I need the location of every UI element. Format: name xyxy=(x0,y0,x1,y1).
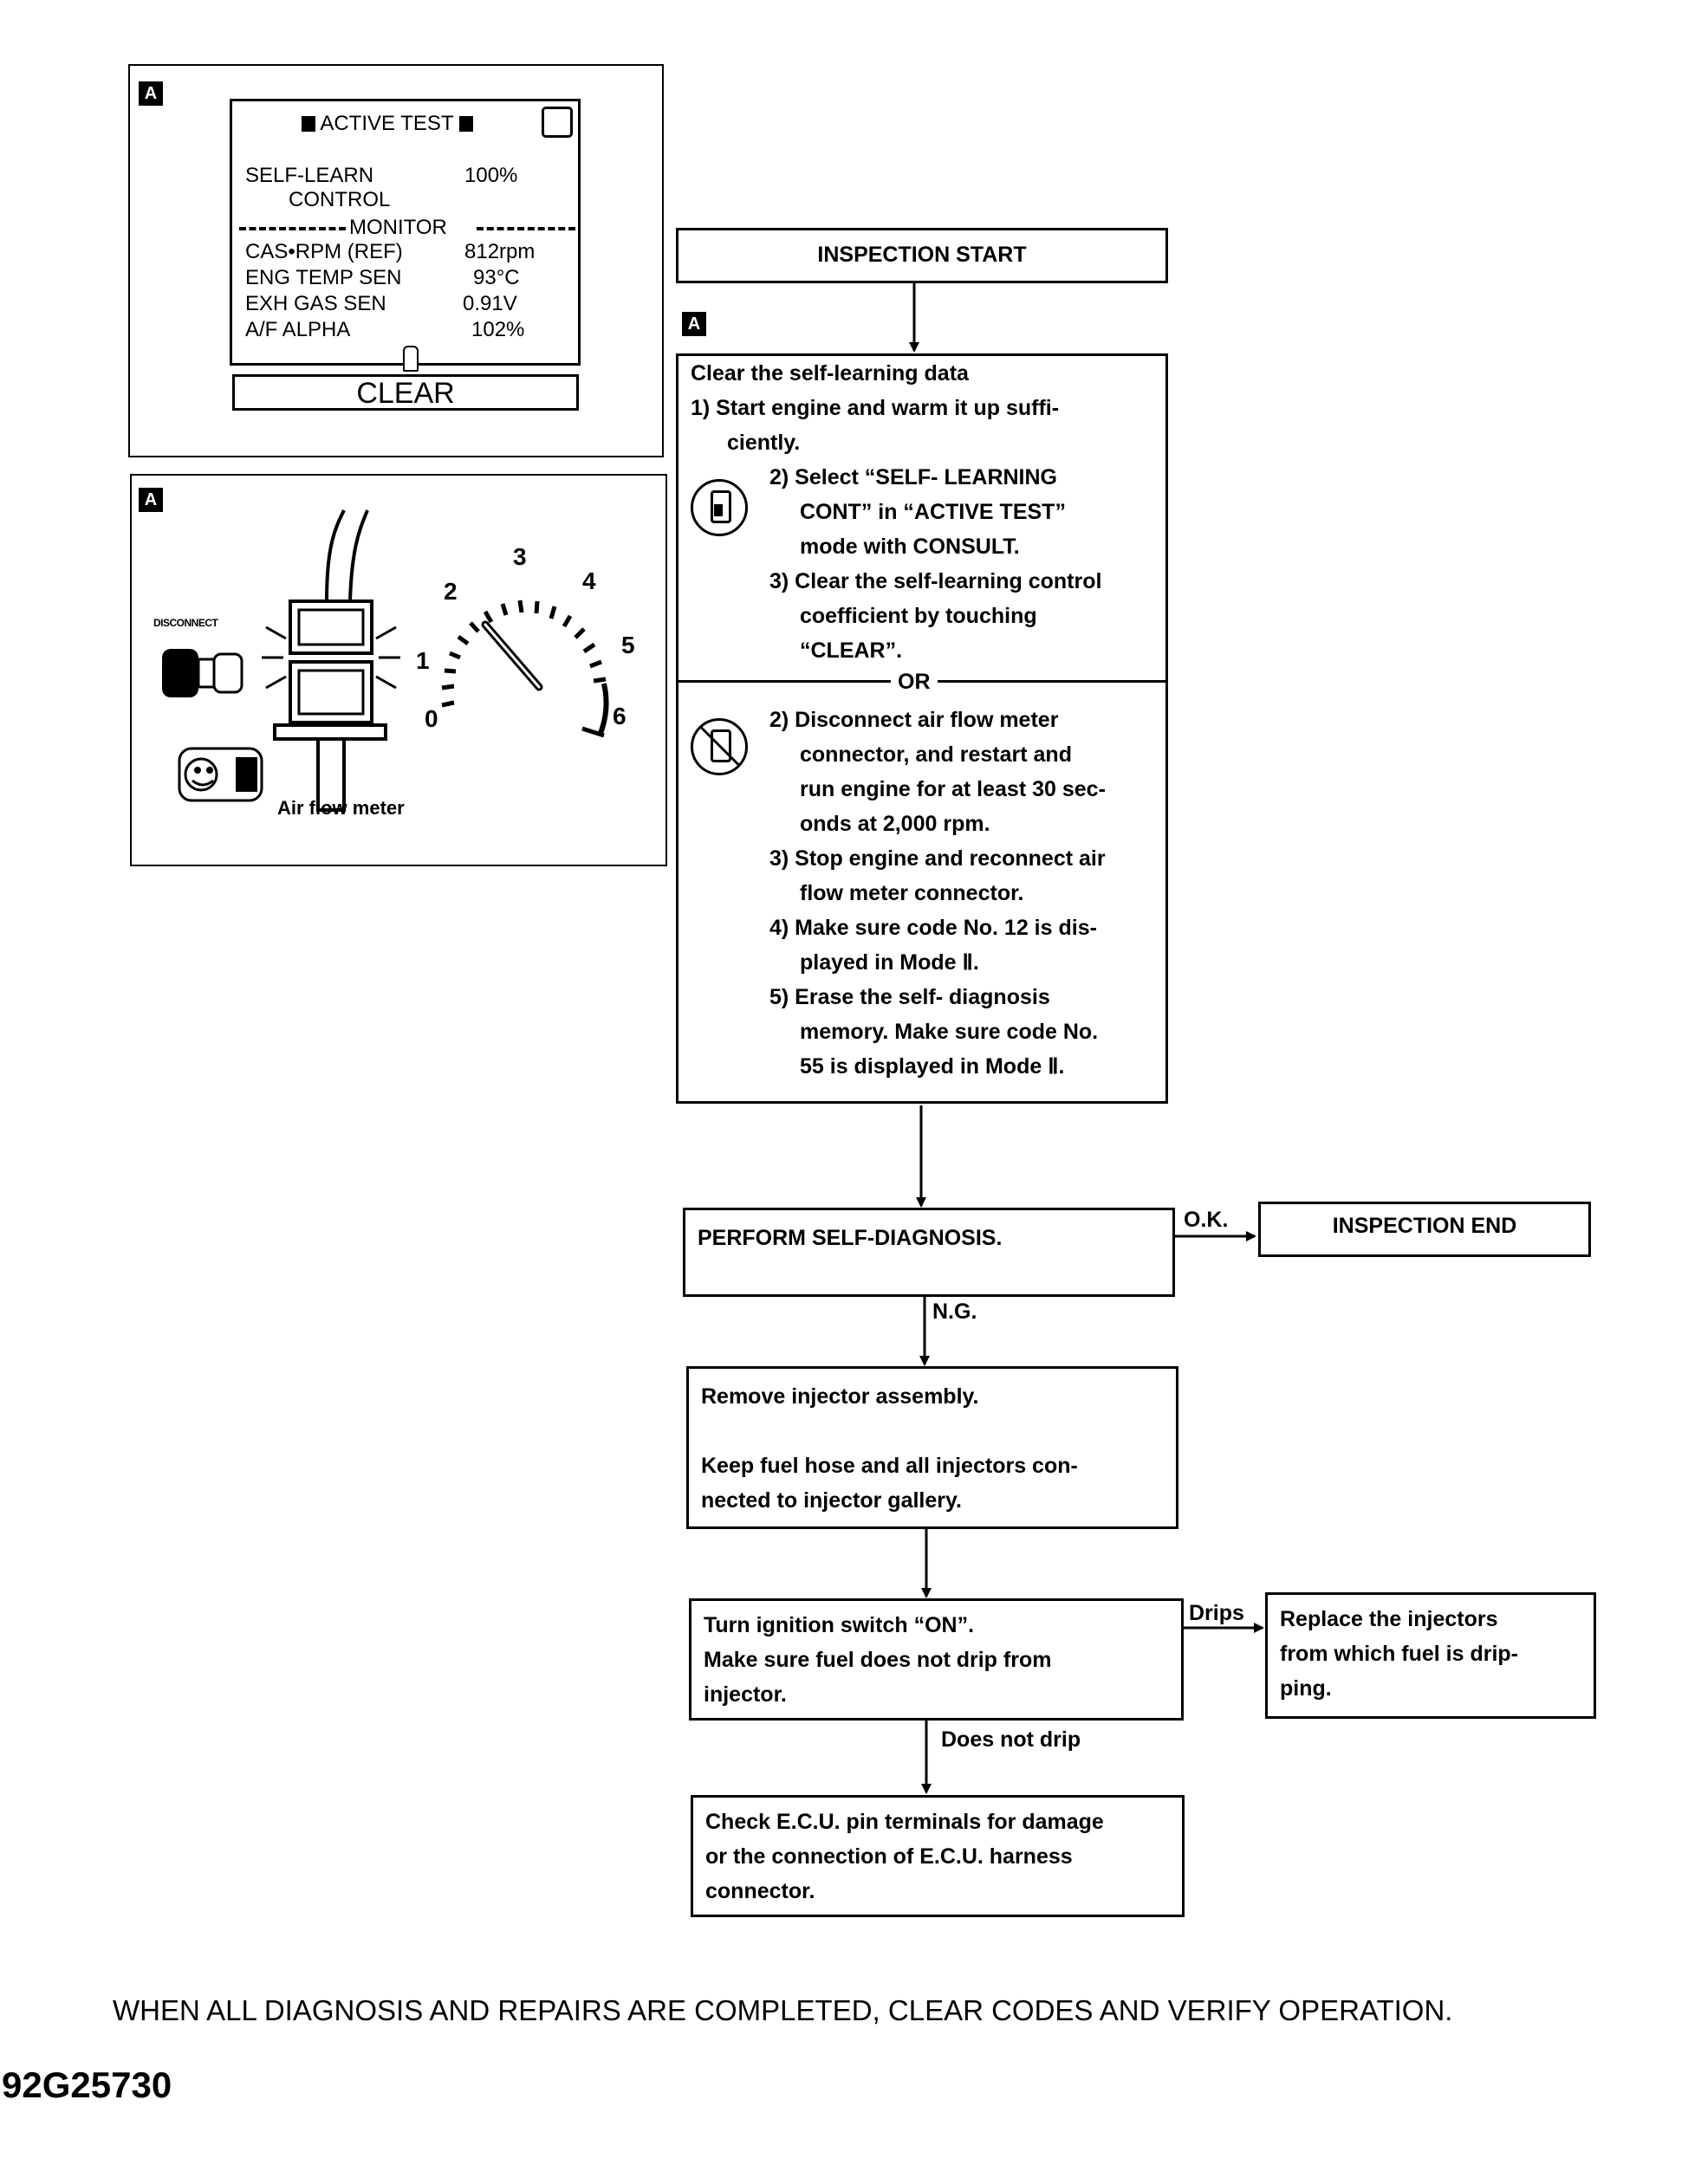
check-line: connector. xyxy=(705,1879,815,1903)
perform-self-diagnosis-box: PERFORM SELF-DIAGNOSIS. xyxy=(683,1208,1175,1297)
ok-label: O.K. xyxy=(1184,1208,1229,1232)
remove-line: Keep fuel hose and all injectors con- xyxy=(701,1454,1078,1478)
ng-label: N.G. xyxy=(932,1299,977,1324)
step-line: 5) Erase the self- diagnosis xyxy=(769,985,1050,1009)
display-title: ACTIVE TEST xyxy=(302,112,473,136)
no-consult-icon xyxy=(691,718,748,775)
step-line: “CLEAR”. xyxy=(800,638,903,663)
step-line: 4) Make sure code No. 12 is dis- xyxy=(769,916,1097,940)
consult-screen-panel: A ACTIVE TEST SELF-LEARN 100% CONTROL MO… xyxy=(128,64,664,457)
turn-line: Make sure fuel does not drip from xyxy=(704,1648,1052,1672)
exh-gas-value: 0.91V xyxy=(463,292,517,315)
control-label: CONTROL xyxy=(289,188,391,211)
step-line: 55 is displayed in Mode Ⅱ. xyxy=(800,1054,1065,1079)
step-line: 3) Clear the self-learning control xyxy=(769,569,1102,593)
gauge-number-1: 1 xyxy=(416,647,430,674)
cas-rpm-value: 812rpm xyxy=(464,240,536,263)
eng-temp-label: ENG TEMP SEN xyxy=(245,266,402,289)
self-learn-value: 100% xyxy=(464,164,518,187)
air-flow-meter-panel: A xyxy=(130,474,667,866)
step-line: run engine for at least 30 sec- xyxy=(800,777,1106,801)
or-label: OR xyxy=(891,664,938,699)
exh-gas-label: EXH GAS SEN xyxy=(245,292,386,315)
replace-line: from which fuel is drip- xyxy=(1280,1642,1519,1666)
step-line: onds at 2,000 rpm. xyxy=(800,812,990,836)
step-line: 1) Start engine and warm it up suffi- xyxy=(691,396,1060,420)
step-line: 2) Disconnect air flow meter xyxy=(769,708,1059,732)
gauge-number-2: 2 xyxy=(444,578,458,605)
consult-tool-icon xyxy=(691,479,748,536)
step-line: 2) Select “SELF- LEARNING xyxy=(769,465,1057,489)
gauge-number-3: 3 xyxy=(513,543,527,570)
af-alpha-value: 102% xyxy=(471,318,525,341)
check-ecu-box: Check E.C.U. pin terminals for damage or… xyxy=(691,1795,1185,1917)
gauge-number-0: 0 xyxy=(425,705,438,732)
replace-line: ping. xyxy=(1280,1676,1332,1701)
air-flow-meter-caption: Air flow meter xyxy=(277,797,405,819)
active-test-title: ACTIVE TEST xyxy=(320,112,454,135)
af-alpha-label: A/F ALPHA xyxy=(245,318,351,341)
replace-injectors-box: Replace the injectors from which fuel is… xyxy=(1265,1592,1596,1719)
monitor-divider: MONITOR xyxy=(239,216,576,239)
step-line: 3) Stop engine and reconnect air xyxy=(769,846,1106,871)
screen-corner-button[interactable] xyxy=(542,107,573,138)
perform-self-diagnosis-label: PERFORM SELF-DIAGNOSIS. xyxy=(698,1226,1003,1250)
turn-line: Turn ignition switch “ON”. xyxy=(704,1613,975,1637)
turn-line: injector. xyxy=(704,1682,787,1707)
self-learn-label: SELF-LEARN xyxy=(245,164,374,187)
step-line: memory. Make sure code No. xyxy=(800,1020,1099,1044)
air-flow-meter-illustration xyxy=(162,509,609,812)
gauge-number-4: 4 xyxy=(582,567,596,594)
clear-button[interactable]: CLEAR xyxy=(232,374,579,411)
inspection-start-label: INSPECTION START xyxy=(817,243,1027,267)
step-line: ciently. xyxy=(727,431,801,455)
check-line: Check E.C.U. pin terminals for damage xyxy=(705,1810,1104,1834)
remove-line: Remove injector assembly. xyxy=(701,1384,979,1409)
remove-injector-box: Remove injector assembly. Keep fuel hose… xyxy=(686,1366,1178,1529)
does-not-drip-label: Does not drip xyxy=(941,1727,1081,1752)
step-line: flow meter connector. xyxy=(800,881,1024,905)
disconnect-label: DISCONNECT xyxy=(153,617,218,629)
step-heading: Clear the self-learning data xyxy=(691,361,969,386)
step-line: CONT” in “ACTIVE TEST” xyxy=(800,500,1066,524)
gauge-number-6: 6 xyxy=(613,703,627,729)
inspection-start-box: INSPECTION START xyxy=(676,228,1168,283)
panel-tag-2: A xyxy=(139,488,163,512)
replace-line: Replace the injectors xyxy=(1280,1607,1498,1631)
eng-temp-value: 93°C xyxy=(473,266,520,289)
panel-tag: A xyxy=(139,81,163,106)
clear-self-learning-box: Clear the self-learning data 1) Start en… xyxy=(676,353,1168,1104)
step-line: coefficient by touching xyxy=(800,604,1037,628)
step-line: mode with CONSULT. xyxy=(800,535,1020,559)
completion-notice: WHEN ALL DIAGNOSIS AND REPAIRS ARE COMPL… xyxy=(113,1994,1453,2026)
consult-display: ACTIVE TEST SELF-LEARN 100% CONTROL MONI… xyxy=(230,99,581,372)
inspection-end-box: INSPECTION END xyxy=(1258,1202,1591,1257)
remove-line: nected to injector gallery. xyxy=(701,1488,963,1513)
turn-ignition-box: Turn ignition switch “ON”. Make sure fue… xyxy=(689,1598,1184,1721)
step-tag: A xyxy=(682,312,706,336)
check-line: or the connection of E.C.U. harness xyxy=(705,1844,1073,1869)
finger-icon xyxy=(403,346,419,372)
step-line: connector, and restart and xyxy=(800,742,1072,767)
monitor-label: MONITOR xyxy=(349,216,447,239)
document-code: 92G25730 xyxy=(2,2064,172,2105)
inspection-end-label: INSPECTION END xyxy=(1332,1214,1517,1238)
gauge-number-5: 5 xyxy=(621,632,635,658)
step-line: played in Mode Ⅱ. xyxy=(800,950,979,975)
rpm-gauge xyxy=(441,599,609,738)
drips-label: Drips xyxy=(1189,1601,1244,1625)
cas-rpm-label: CAS•RPM (REF) xyxy=(245,240,403,263)
